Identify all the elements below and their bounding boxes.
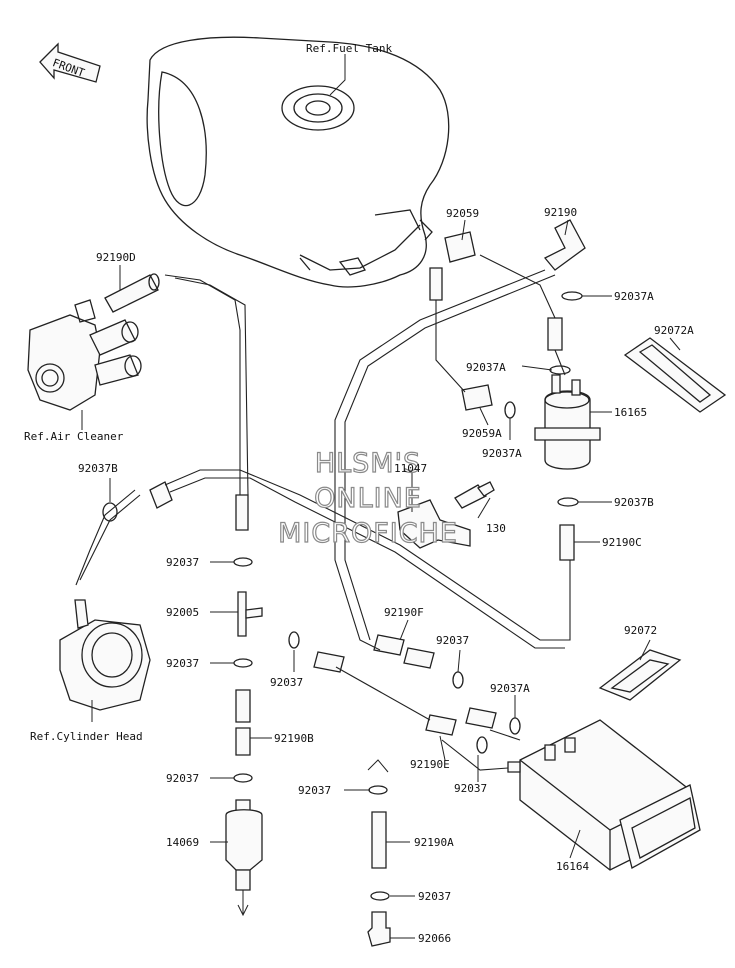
label-cylinder-head: Ref.Cylinder Head [30, 730, 143, 743]
label-92037-6: 92037 [298, 784, 331, 797]
label-92037-5: 92037 [166, 772, 199, 785]
label-92190C: 92190C [602, 536, 642, 549]
canister-16164 [507, 719, 701, 871]
band-92072 [598, 649, 682, 701]
hose-92059 [444, 231, 476, 263]
callout-labels: Ref.Fuel Tank 92190D 92059 92190 92037A … [24, 42, 694, 945]
label-92037-7: 92037 [454, 782, 487, 795]
bracket-11047 [397, 499, 471, 549]
hose-92190 [543, 219, 586, 271]
fuel-filter-16165 [534, 374, 601, 470]
label-14069: 14069 [166, 836, 199, 849]
front-arrow-icon: FRONT [39, 42, 101, 83]
label-92037A-3: 92037A [482, 447, 522, 460]
hose-92190E [425, 714, 457, 736]
fitting-92066 [367, 911, 391, 947]
label-92037A-4: 92037A [490, 682, 530, 695]
watermark-line-1: HLSM'S [315, 448, 421, 479]
label-92190: 92190 [544, 206, 577, 219]
hose-routing-lines [75, 254, 571, 771]
label-92190B: 92190B [274, 732, 314, 745]
watermark-line-3: MICROFICHE [278, 518, 458, 549]
hose-b [547, 317, 563, 351]
label-16164: 16164 [556, 860, 589, 873]
label-air-cleaner: Ref.Air Cleaner [24, 430, 124, 443]
label-fuel-tank: Ref.Fuel Tank [306, 42, 392, 55]
label-92190D: 92190D [96, 251, 136, 264]
label-92037B-2: 92037B [614, 496, 654, 509]
hose-92190F [373, 634, 435, 669]
label-130: 130 [486, 522, 506, 535]
clamp-icon [102, 291, 583, 901]
air-cleaner [27, 299, 142, 430]
leader-lines [109, 54, 681, 939]
label-92037B-1: 92037B [78, 462, 118, 475]
label-92037A-2: 92037A [466, 361, 506, 374]
hose-d [235, 494, 249, 531]
label-92037-4: 92037 [436, 634, 469, 647]
label-92037-3: 92037 [270, 676, 303, 689]
label-11047: 11047 [394, 462, 427, 475]
label-92037A-1: 92037A [614, 290, 654, 303]
hose-c [149, 481, 173, 509]
hose-92059A [461, 384, 493, 411]
label-92072: 92072 [624, 624, 657, 637]
label-92037-1: 92037 [166, 556, 199, 569]
hose-92190C [559, 524, 575, 561]
tee-fitting-92005 [237, 591, 263, 637]
hose-92190D [104, 273, 160, 313]
label-92005: 92005 [166, 606, 199, 619]
label-92190F: 92190F [384, 606, 424, 619]
label-16165: 16165 [614, 406, 647, 419]
label-92190E: 92190E [410, 758, 450, 771]
label-92059: 92059 [446, 207, 479, 220]
label-92066: 92066 [418, 932, 451, 945]
watermark: HLSM'S ONLINE MICROFICHE [277, 447, 458, 549]
hose-f [465, 707, 497, 729]
fuel-filter-14069 [225, 799, 263, 917]
cylinder-head [59, 599, 151, 722]
label-92190A: 92190A [414, 836, 454, 849]
watermark-line-2: ONLINE [314, 483, 422, 514]
label-92037-2: 92037 [166, 657, 199, 670]
fuel-tank [146, 36, 450, 288]
label-92059A: 92059A [462, 427, 502, 440]
hose-92190B [235, 689, 251, 756]
hose-a [429, 267, 443, 301]
hose-92190A [371, 811, 387, 869]
band-92072A [623, 337, 727, 413]
label-92037-8: 92037 [418, 890, 451, 903]
label-92072A: 92072A [654, 324, 694, 337]
bolt-130 [454, 481, 495, 509]
